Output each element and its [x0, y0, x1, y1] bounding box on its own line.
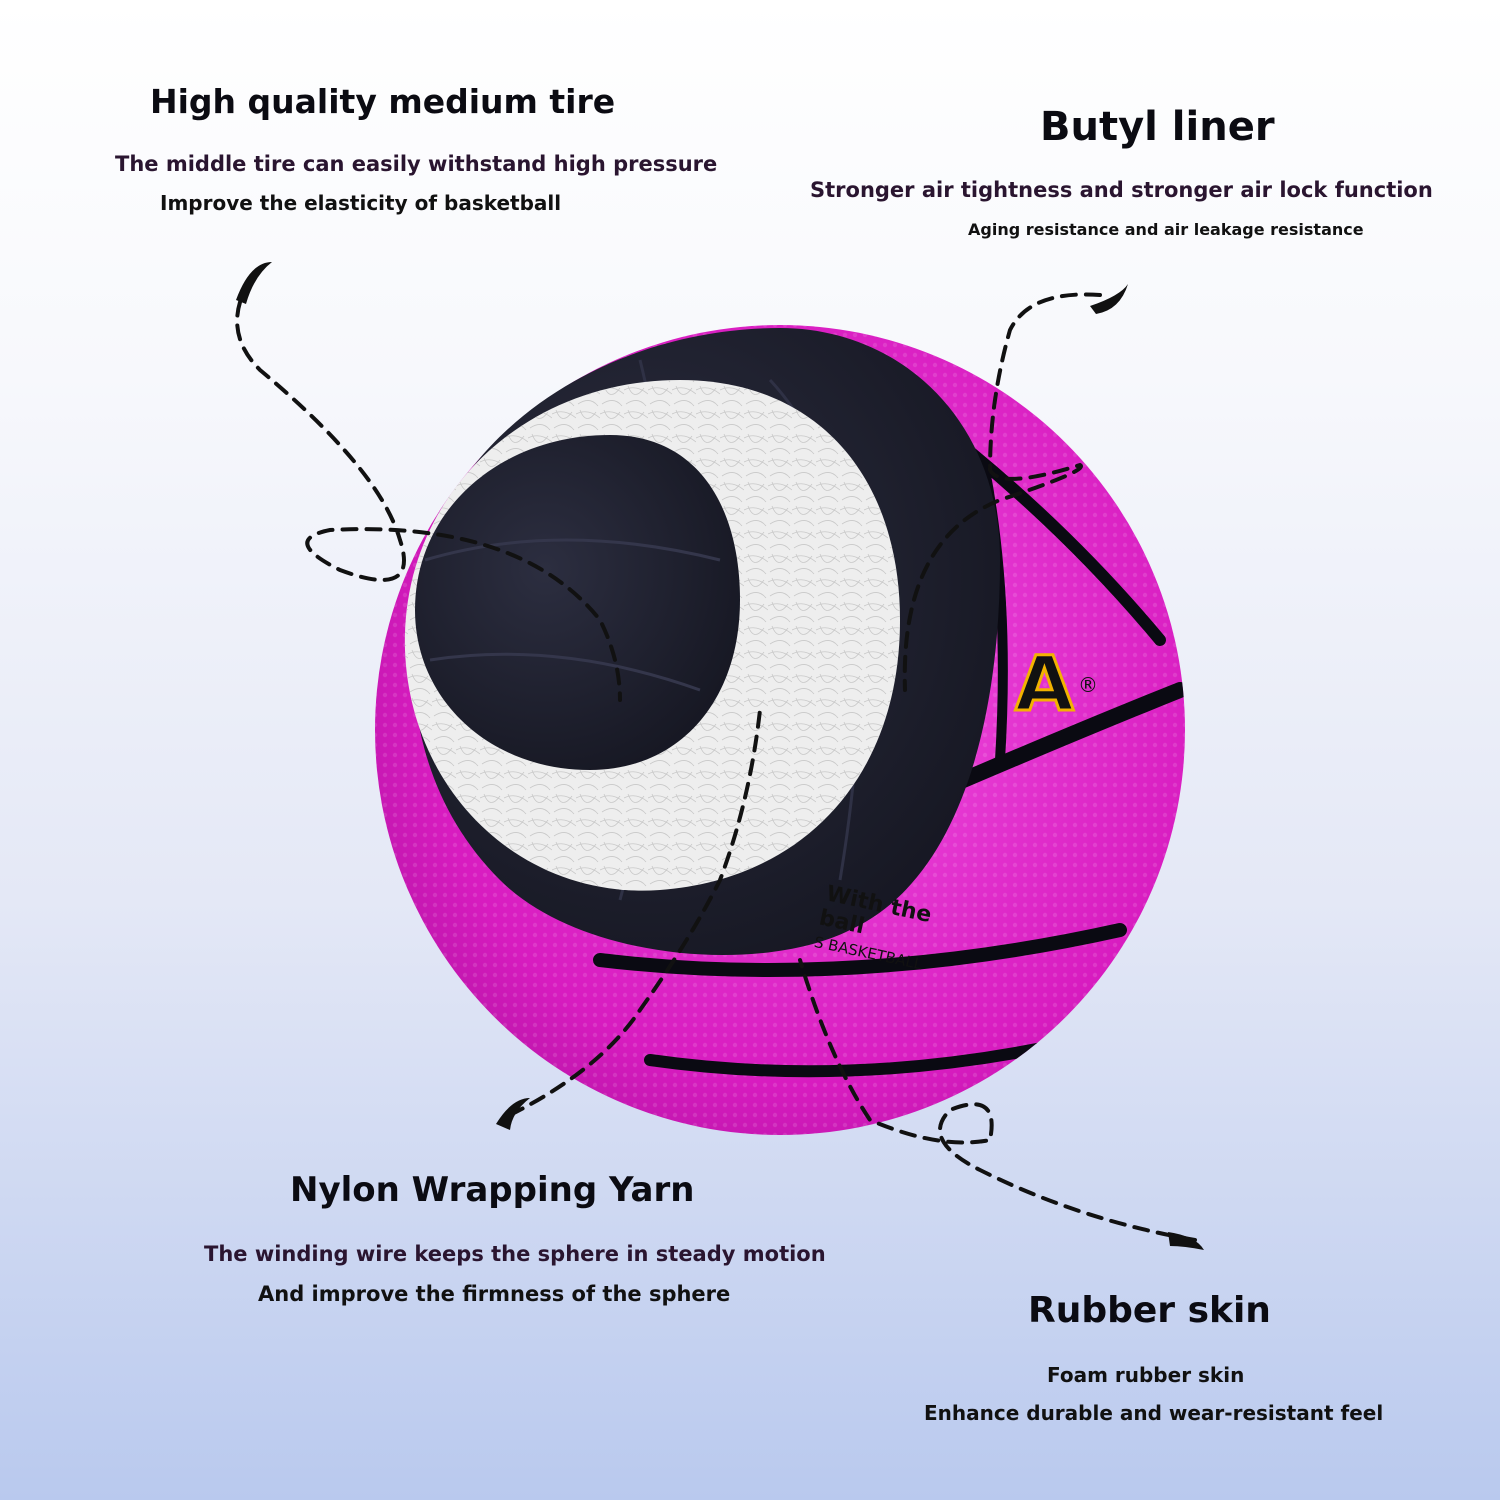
registered-mark: ®	[1078, 673, 1098, 697]
feature-title: Butyl liner	[1040, 104, 1275, 150]
arrow-head-icon	[1090, 284, 1128, 314]
callout-lines	[235, 278, 1197, 1242]
feature-line: The middle tire can easily withstand hig…	[115, 152, 718, 176]
medium-tire-layer	[415, 435, 740, 770]
callout-line-rubber-skin	[798, 958, 1197, 1242]
feature-line: And improve the firmness of the sphere	[258, 1282, 731, 1306]
brand-logo-fragment: A	[1015, 639, 1074, 728]
arrow-head-icon	[236, 262, 272, 304]
callout-line-medium-tire	[235, 278, 622, 702]
arrow-head-icon	[496, 1098, 530, 1130]
feature-title: Nylon Wrapping Yarn	[290, 1170, 695, 1210]
feature-line: Foam rubber skin	[1047, 1363, 1245, 1387]
feature-title: Rubber skin	[1028, 1290, 1271, 1331]
feature-title: High quality medium tire	[150, 82, 616, 121]
feature-line: Improve the elasticity of basketball	[160, 191, 562, 215]
arrow-heads	[236, 262, 1204, 1250]
callout-line-butyl-liner	[902, 292, 1102, 692]
feature-line: Aging resistance and air leakage resista…	[968, 220, 1364, 239]
arrow-head-icon	[1168, 1232, 1204, 1250]
callout-line-nylon-yarn	[508, 708, 762, 1117]
feature-line: The winding wire keeps the sphere in ste…	[204, 1242, 826, 1266]
feature-line: Stronger air tightness and stronger air …	[810, 178, 1433, 202]
feature-line: Enhance durable and wear-resistant feel	[924, 1401, 1384, 1425]
